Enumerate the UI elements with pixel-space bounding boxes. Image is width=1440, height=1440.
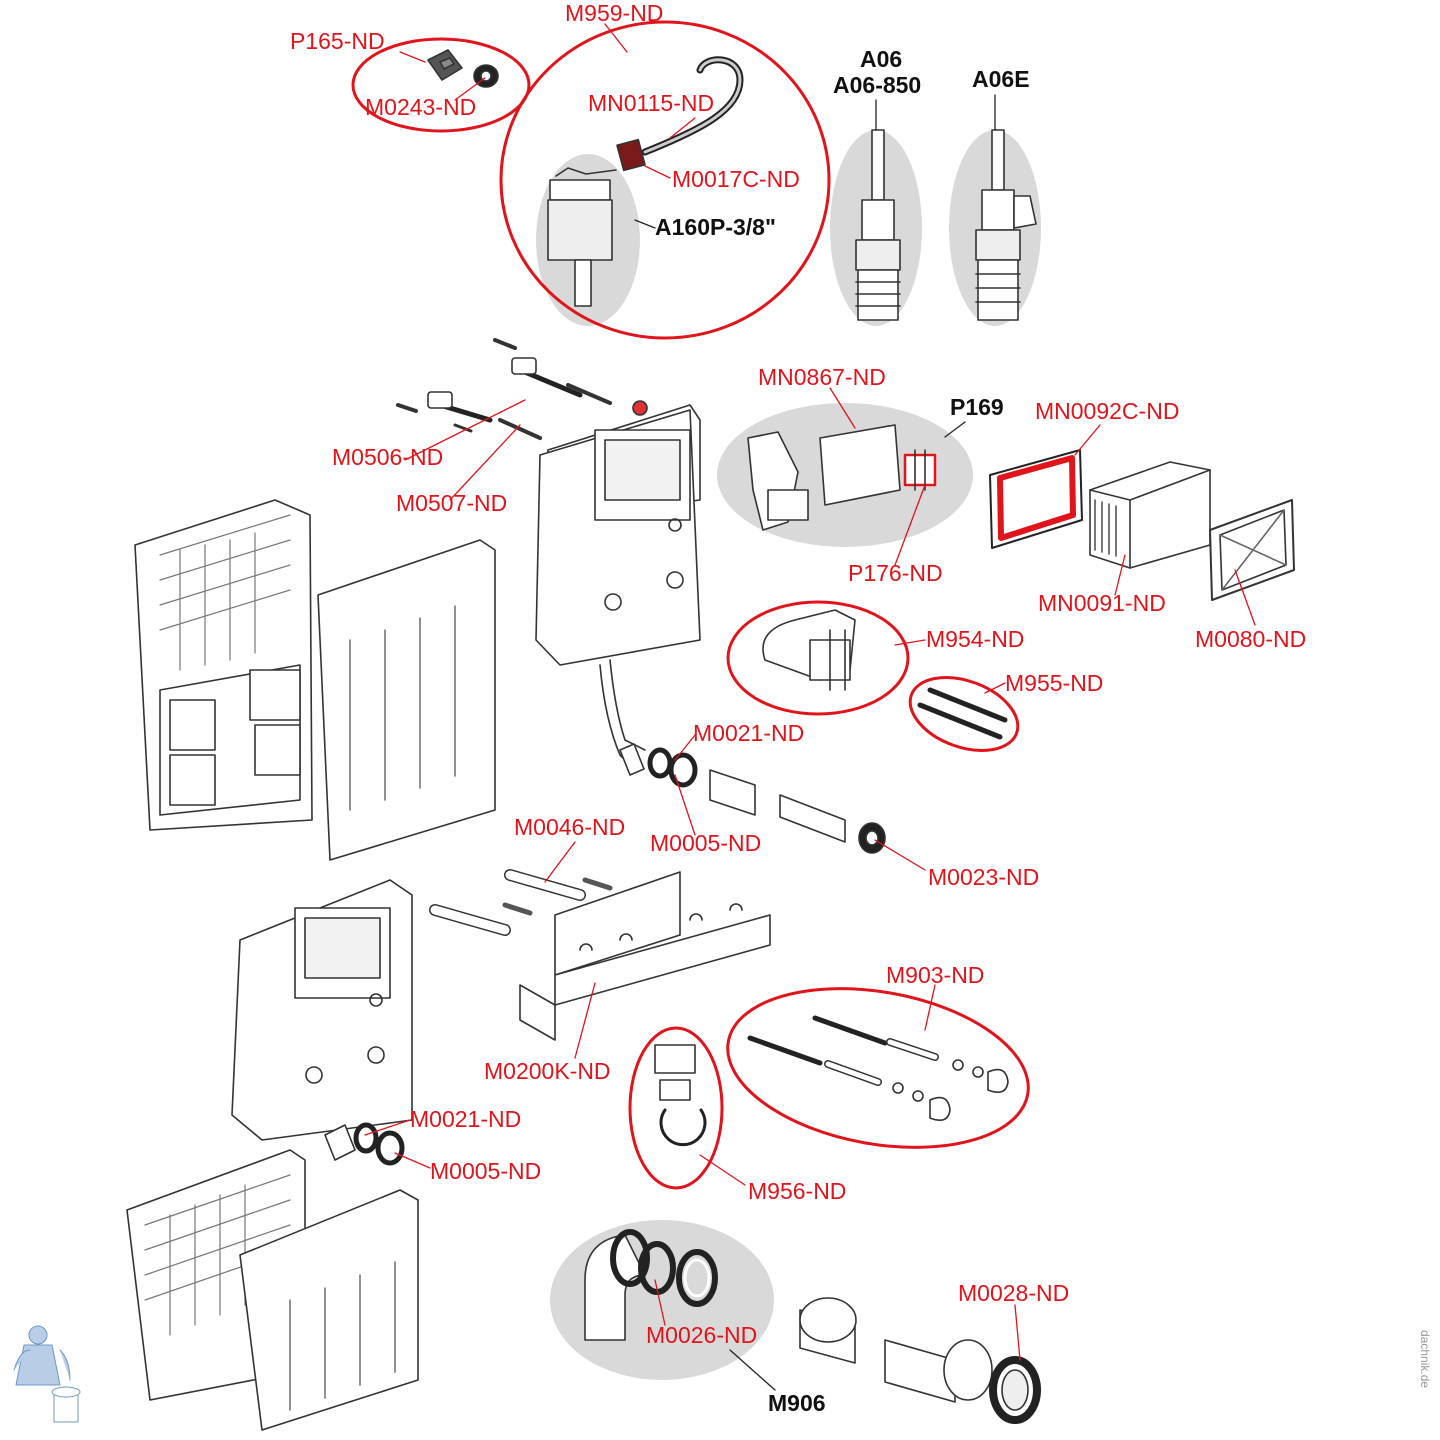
- part-m954-bracket: [762, 609, 856, 691]
- label-m956: M956-ND: [748, 1178, 847, 1204]
- part-mn0867-assembly: [747, 424, 937, 531]
- label-m0005-top: M0005-ND: [650, 830, 762, 856]
- part-p165-connector: [427, 49, 499, 88]
- label-m906: M906: [768, 1390, 826, 1416]
- part-m0028-pipes: [799, 1297, 1041, 1424]
- part-mn0091-box: [1089, 461, 1211, 569]
- part-insulation-panel-lower: [239, 1189, 419, 1431]
- circle-m903: [726, 987, 1030, 1149]
- part-frame-grid-upper: [134, 499, 313, 831]
- label-mn0115: MN0115-ND: [588, 90, 715, 116]
- label-m0200k: M0200K-ND: [484, 1058, 611, 1084]
- label-a160p: A160P-3/8": [655, 214, 776, 240]
- label-a06-850: A06-850: [833, 72, 922, 98]
- circle-m959: [499, 20, 831, 340]
- label-m0046: M0046-ND: [514, 814, 626, 840]
- circle-m954: [726, 600, 910, 716]
- label-m0506: M0506-ND: [332, 444, 444, 470]
- part-m903-rods: [747, 1015, 1009, 1121]
- label-m0026: M0026-ND: [646, 1322, 758, 1348]
- circle-m955: [908, 676, 1020, 752]
- part-m955-rods: [917, 687, 1008, 740]
- label-m0021-bot: M0021-ND: [410, 1106, 522, 1132]
- part-m959-fill-valve: [547, 56, 744, 307]
- part-a06-flush-valve: [855, 129, 901, 321]
- label-m954: M954-ND: [926, 626, 1025, 652]
- leader-lines: [364, 23, 1256, 1391]
- watermark-text: dachnik.de: [1418, 1330, 1432, 1389]
- label-mn0091: MN0091-ND: [1038, 590, 1166, 616]
- part-a06e-flush-valve: [975, 129, 1037, 321]
- part-outlet-pipes-upper: [619, 743, 886, 854]
- part-m0200k-support: [519, 871, 771, 1041]
- label-a06: A06: [860, 46, 903, 72]
- label-p169: P169: [950, 394, 1004, 420]
- part-m0080-panel: [1209, 499, 1295, 601]
- part-cistern-lower: [231, 879, 413, 1166]
- label-m0023: M0023-ND: [928, 864, 1040, 890]
- label-m0005-bot: M0005-ND: [430, 1158, 542, 1184]
- label-p165: P165-ND: [290, 28, 385, 54]
- circle-m956: [628, 1026, 724, 1190]
- logo-plumber-figure: [13, 1325, 81, 1423]
- label-m0080: M0080-ND: [1195, 626, 1307, 652]
- circle-p165: [351, 37, 531, 133]
- label-a06e: A06E: [972, 66, 1030, 92]
- label-mn0867: MN0867-ND: [758, 364, 886, 390]
- part-cistern-upper: [535, 404, 701, 771]
- label-m0028: M0028-ND: [958, 1280, 1070, 1306]
- label-m959: M959-ND: [565, 0, 664, 26]
- label-mn0092c: MN0092C-ND: [1035, 398, 1180, 424]
- label-m955: M955-ND: [1005, 670, 1104, 696]
- part-insulation-panel-upper: [317, 539, 496, 861]
- part-m906-bend: [584, 1229, 718, 1341]
- part-screws-top: [396, 338, 648, 440]
- part-mn0092c-frame: [989, 449, 1083, 549]
- label-m0021-top: M0021-ND: [693, 720, 805, 746]
- label-p176: P176-ND: [848, 560, 943, 586]
- label-m0017c: M0017C-ND: [672, 166, 800, 192]
- label-m0243: M0243-ND: [365, 94, 477, 120]
- label-m0507: M0507-ND: [396, 490, 508, 516]
- label-m903: M903-ND: [886, 962, 985, 988]
- part-m0046-bolts: [429, 869, 613, 936]
- part-m956-clip: [654, 1044, 707, 1147]
- red-group-circles: [351, 20, 1030, 1190]
